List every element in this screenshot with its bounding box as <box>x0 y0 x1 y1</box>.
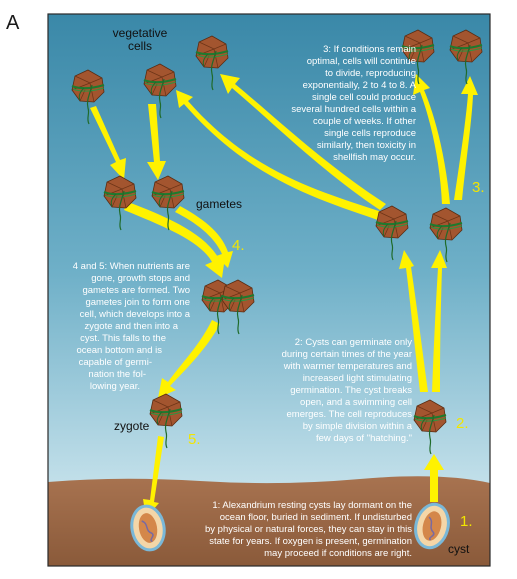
note-step45-line9: capable of germi- <box>79 357 152 368</box>
note-step3-line3: to divide, reproducing <box>325 68 416 79</box>
note-step2-line5: germination. The cyst breaks <box>290 385 412 396</box>
note-step3-line7: couple of weeks. If other <box>313 116 416 127</box>
step-number-4: 4. <box>232 237 245 254</box>
note-step2-line1: 2: Cysts can germinate only <box>295 337 412 348</box>
note-step45-line2: gone, growth stops and <box>91 273 190 284</box>
note-step2-line4: increased light stimulating <box>303 373 412 384</box>
note-step3-line4: exponentially, 2 to 4 to 8. A <box>303 80 417 91</box>
step-number-5: 5. <box>188 431 201 448</box>
step-number-1: 1. <box>460 513 473 530</box>
note-step2-line9: few days of "hatching." <box>316 433 412 444</box>
note-step45-line5: cell, which develops into a <box>80 309 191 320</box>
note-step3-line6: several hundred cells within a <box>291 104 416 115</box>
note-step3-line9: similarly, then toxicity in <box>317 140 416 151</box>
note-step45-line7: cyst. This falls to the <box>80 333 166 344</box>
note-step1-line3: by physical or natural forces, they can … <box>205 524 412 535</box>
note-step3-line2: optimal, cells will continue <box>307 56 416 67</box>
label-vegetative-line1: vegetative <box>113 26 168 40</box>
label-gametes: gametes <box>196 197 242 211</box>
note-step45-line6: zygote and then into a <box>85 321 179 332</box>
note-step45-line1: 4 and 5: When nutrients are <box>73 261 190 272</box>
note-step1-line4: state for years. If oxygen is present, g… <box>209 536 412 547</box>
note-step3-line8: single cells reproduce <box>324 128 416 139</box>
note-step45-line4: gametes join to form one <box>85 297 190 308</box>
note-step1-line1: 1: Alexandrium resting cysts lay dormant… <box>212 500 412 511</box>
label-zygote: zygote <box>114 419 150 433</box>
note-step1-line5: may proceed if conditions are right. <box>264 548 412 559</box>
note-step45-line10: nation the fol- <box>88 369 146 380</box>
note-step45-line8: ocean bottom and is <box>76 345 162 356</box>
note-step1-line2: ocean floor, buried in sediment. If undi… <box>220 512 412 523</box>
note-step45-line11: lowing year. <box>90 381 140 392</box>
step-number-3: 3. <box>472 179 485 196</box>
note-step2-line7: emerges. The cell reproduces <box>287 409 413 420</box>
note-step2-line3: with warmer temperatures and <box>283 361 412 372</box>
note-step2-line8: by simple division within a <box>303 421 413 432</box>
label-cyst: cyst <box>448 542 470 556</box>
note-step45-line3: gametes are formed. Two <box>82 285 190 296</box>
note-step3-line1: 3: If conditions remain <box>323 44 416 55</box>
note-step3-line10: shellfish may occur. <box>333 152 416 163</box>
note-step2-line6: open, and a swimming cell <box>300 397 412 408</box>
step-number-2: 2. <box>456 415 469 432</box>
note-step2-line2: during certain times of the year <box>282 349 412 360</box>
label-vegetative-line2: cells <box>128 39 152 53</box>
note-step3-line5: single cell could produce <box>312 92 416 103</box>
